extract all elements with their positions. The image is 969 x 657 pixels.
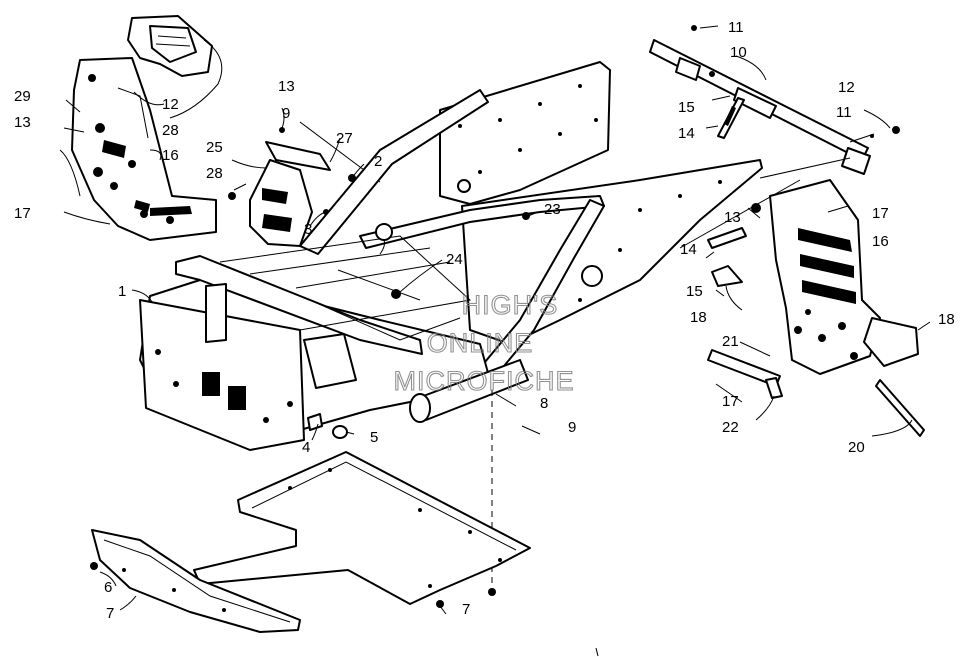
- callout-18: 18: [690, 309, 707, 326]
- skid-plate: [90, 529, 301, 633]
- callout-6: 6: [104, 579, 112, 596]
- watermark-line-3: MICROFICHE: [394, 366, 575, 396]
- callout-7: 7: [106, 605, 114, 622]
- callout-24: 24: [446, 251, 463, 268]
- cross-bar-assembly: [649, 25, 900, 249]
- callout-4: 4: [302, 439, 310, 456]
- callout-5: 5: [370, 429, 378, 446]
- right-side-panel-assembly: [705, 179, 931, 437]
- callout-labels: 29 13 12 28 16 17 13 9 27 2 25 28 3 23 2…: [14, 19, 955, 622]
- watermark-line-1: HIGH'S: [462, 290, 559, 320]
- callout-11: 11: [728, 19, 744, 36]
- watermark: HIGH'S ONLINE MICROFICHE: [393, 289, 575, 396]
- callout-1: 1: [118, 283, 126, 300]
- callout-9: 9: [568, 419, 576, 436]
- callout-18: 18: [938, 311, 955, 328]
- callout-29: 29: [14, 88, 31, 105]
- callout-16: 16: [872, 233, 889, 250]
- callout-9: 9: [282, 105, 290, 122]
- callout-13: 13: [14, 114, 31, 131]
- callout-7: 7: [462, 601, 470, 618]
- callout-15: 15: [686, 283, 703, 300]
- callout-25: 25: [206, 139, 223, 156]
- callout-14: 14: [678, 125, 695, 142]
- callout-28: 28: [162, 122, 179, 139]
- callout-17: 17: [14, 205, 31, 222]
- callout-2: 2: [374, 153, 382, 170]
- callout-12: 12: [838, 79, 855, 96]
- watermark-line-2: ONLINE: [427, 328, 534, 358]
- callout-13: 13: [278, 78, 295, 95]
- callout-21: 21: [722, 333, 739, 350]
- callout-23: 23: [544, 201, 561, 218]
- steering-bracket-assembly: [228, 107, 381, 247]
- stray-mark: [595, 647, 599, 657]
- callout-8: 8: [540, 395, 548, 412]
- callout-10: 10: [730, 44, 747, 61]
- callout-16: 16: [162, 147, 179, 164]
- callout-11: 11: [836, 104, 852, 121]
- callout-17: 17: [872, 205, 889, 222]
- callout-20: 20: [848, 439, 865, 456]
- callout-13: 13: [724, 209, 741, 226]
- callout-28: 28: [206, 165, 223, 182]
- main-chassis-frame: [131, 61, 763, 590]
- callout-3: 3: [304, 221, 312, 238]
- callout-22: 22: [722, 419, 739, 436]
- belly-pan: [193, 451, 531, 615]
- left-front-panel-assembly: [59, 15, 223, 241]
- callout-27: 27: [336, 130, 353, 147]
- callout-17: 17: [722, 393, 739, 410]
- callout-14: 14: [680, 241, 697, 258]
- callout-15: 15: [678, 99, 695, 116]
- callout-12: 12: [162, 96, 179, 113]
